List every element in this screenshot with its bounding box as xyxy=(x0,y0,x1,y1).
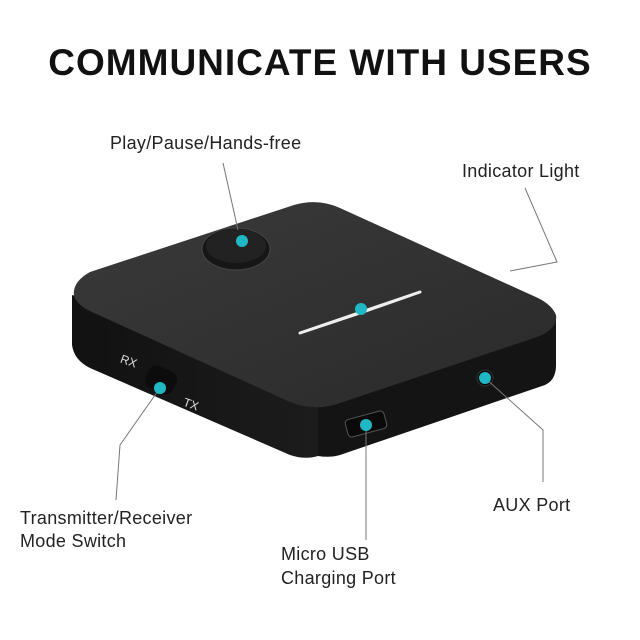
marker-dot xyxy=(236,235,248,247)
callout-usb-line1: Micro USB xyxy=(281,544,370,564)
device-top xyxy=(73,202,557,408)
leader-aux xyxy=(484,377,544,482)
switch-tx-label: TX xyxy=(181,395,200,413)
callout-aux-port: AUX Port xyxy=(493,495,571,515)
leader-switch xyxy=(115,387,161,501)
marker-dot xyxy=(154,382,166,394)
marker-dot xyxy=(479,372,491,384)
leader-indicator xyxy=(509,187,558,272)
callout-mode-switch-line1: Transmitter/Receiver xyxy=(20,508,193,528)
switch-rx-label: RX xyxy=(118,352,138,371)
callout-play-pause: Play/Pause/Hands-free xyxy=(110,133,302,153)
device-left-side xyxy=(72,295,318,458)
callout-indicator-light: Indicator Light xyxy=(462,161,580,181)
marker-dot xyxy=(360,419,372,431)
mode-switch[interactable] xyxy=(142,363,179,397)
leader-play xyxy=(222,162,239,231)
marker-dot xyxy=(355,303,367,315)
callout-mode-switch-line2: Mode Switch xyxy=(20,531,127,551)
callout-usb-line2: Charging Port xyxy=(281,568,396,588)
page-title: COMMUNICATE WITH USERS xyxy=(48,42,592,83)
